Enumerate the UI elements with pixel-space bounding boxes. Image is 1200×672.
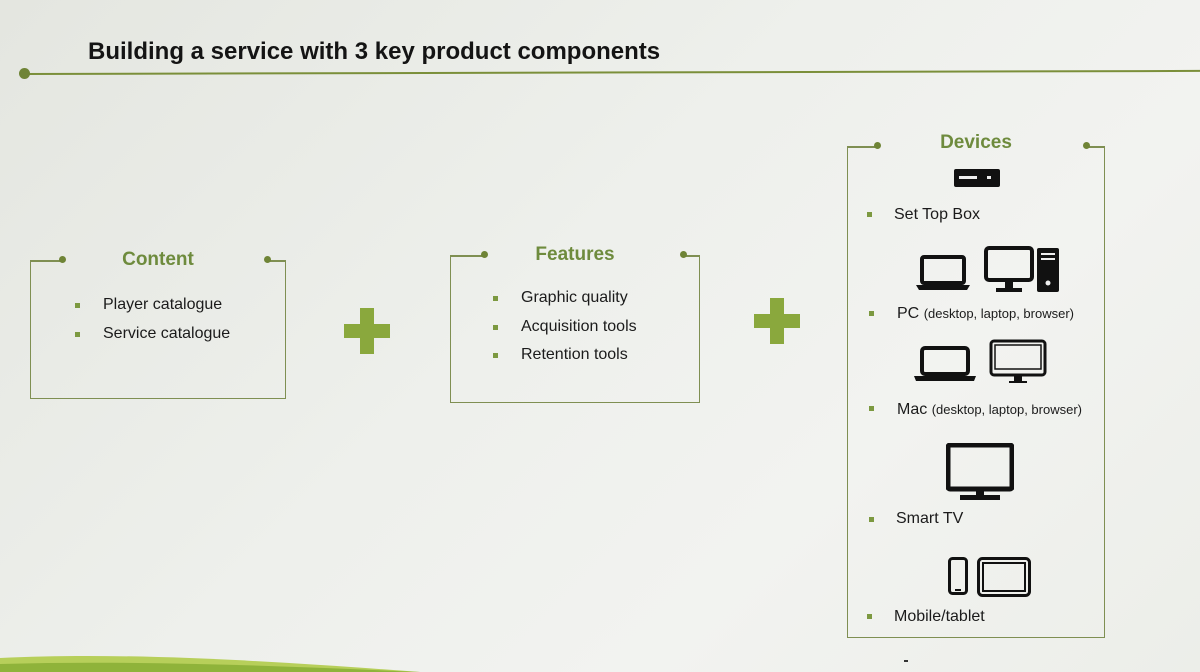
plus-icon bbox=[754, 298, 800, 344]
device-label: Smart TV bbox=[896, 510, 964, 527]
content-box: Content Player catalogue Service catalog… bbox=[30, 249, 286, 399]
device-detail: (desktop, laptop, browser) bbox=[931, 402, 1082, 417]
title-divider bbox=[23, 69, 1200, 75]
content-list: Player catalogue Service catalogue bbox=[75, 291, 230, 348]
list-item: Retention tools bbox=[493, 341, 637, 370]
features-box: Features Graphic quality Acquisition too… bbox=[450, 244, 700, 403]
pc-tower-icon bbox=[1037, 248, 1059, 292]
device-label-pc: PC (desktop, laptop, browser) bbox=[897, 305, 1074, 323]
bullet bbox=[869, 406, 874, 411]
set-top-box-icon bbox=[954, 169, 1000, 187]
device-label-mobile-tablet: Mobile/tablet bbox=[894, 608, 985, 626]
slide-title: Building a service with 3 key product co… bbox=[88, 38, 661, 65]
bullet bbox=[867, 212, 872, 217]
decorative-swoosh bbox=[0, 655, 420, 672]
device-label-set-top-box: Set Top Box bbox=[894, 206, 980, 224]
stray-mark bbox=[904, 660, 908, 662]
bullet bbox=[869, 517, 874, 522]
features-box-title: Features bbox=[535, 244, 615, 265]
list-item: Player catalogue bbox=[75, 291, 230, 320]
device-label: Set Top Box bbox=[894, 206, 980, 223]
list-item: Graphic quality bbox=[493, 284, 637, 313]
phone-icon bbox=[948, 557, 968, 595]
tablet-icon bbox=[977, 557, 1031, 597]
list-item: Acquisition tools bbox=[493, 313, 637, 342]
devices-box-title: Devices bbox=[940, 132, 1012, 153]
devices-box: Devices bbox=[847, 132, 1105, 638]
device-label-smart-tv: Smart TV bbox=[896, 510, 963, 528]
imac-icon bbox=[989, 339, 1047, 383]
device-label: PC bbox=[897, 305, 920, 322]
device-label: Mac bbox=[897, 401, 928, 418]
title-divider-dot bbox=[19, 68, 30, 79]
desktop-monitor-icon bbox=[984, 246, 1034, 292]
bullet bbox=[867, 614, 872, 619]
features-list: Graphic quality Acquisition tools Retent… bbox=[493, 284, 637, 370]
plus-icon bbox=[344, 308, 390, 354]
macbook-icon bbox=[914, 346, 976, 381]
tv-icon bbox=[946, 443, 1014, 500]
bullet bbox=[869, 311, 874, 316]
list-item: Service catalogue bbox=[75, 320, 230, 349]
laptop-icon bbox=[916, 255, 970, 290]
content-box-title: Content bbox=[122, 249, 194, 270]
device-label-mac: Mac (desktop, laptop, browser) bbox=[897, 401, 1082, 419]
device-label: Mobile/tablet bbox=[894, 608, 985, 625]
device-detail: (desktop, laptop, browser) bbox=[923, 306, 1074, 321]
